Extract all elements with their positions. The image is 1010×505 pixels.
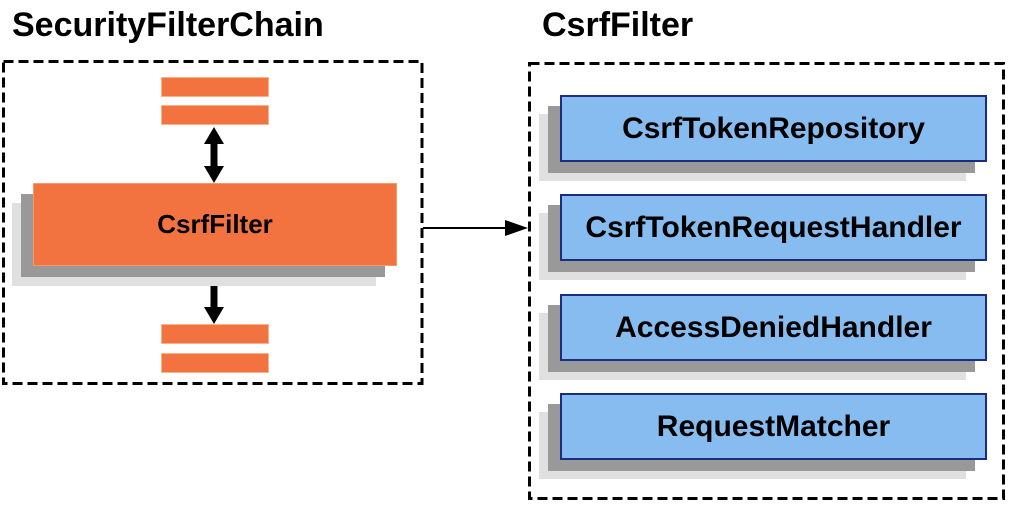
csrf-filter-node-label: CsrfFilter [157, 209, 273, 239]
component-box-access-denied-handler: AccessDeniedHandler [560, 294, 987, 361]
security-filter-chain-boundary [2, 60, 424, 385]
component-label: CsrfTokenRequestHandler [585, 210, 962, 244]
double-arrow-bottom [204, 266, 224, 324]
connector-arrow [423, 220, 528, 236]
double-arrow-top [204, 127, 224, 183]
component-label: RequestMatcher [656, 409, 891, 443]
csrf-filter-boundary [528, 62, 1005, 500]
component-box-csrf-token-repository: CsrfTokenRepository [560, 95, 987, 162]
filter-placeholder-bar [161, 105, 269, 125]
component-label: AccessDeniedHandler [615, 310, 932, 344]
security-filter-chain-title: SecurityFilterChain [12, 6, 324, 44]
filter-placeholder-bar [161, 324, 269, 344]
filter-placeholder-bar [161, 353, 269, 373]
component-label: CsrfTokenRepository [622, 111, 925, 145]
filter-placeholder-bar [161, 77, 269, 97]
csrf-filter-title: CsrfFilter [542, 6, 694, 44]
component-box-csrf-token-request-handler: CsrfTokenRequestHandler [560, 194, 987, 261]
csrf-filter-node: CsrfFilter [33, 183, 397, 266]
component-box-request-matcher: RequestMatcher [560, 393, 987, 460]
